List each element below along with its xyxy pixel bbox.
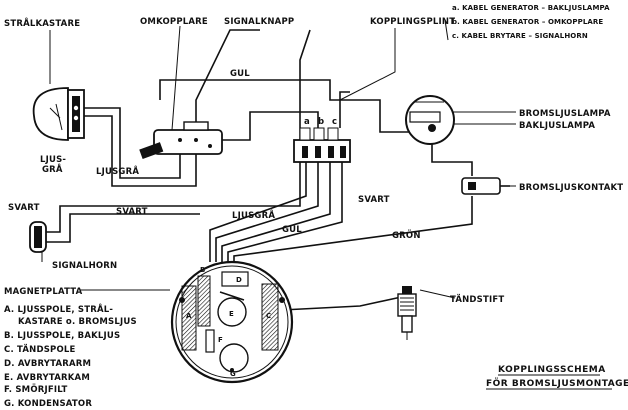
switch-body bbox=[139, 121, 223, 160]
wires bbox=[41, 19, 516, 311]
magneto-plate bbox=[170, 260, 294, 384]
wire-switch-terminal bbox=[222, 111, 319, 141]
wire-spark-plug bbox=[281, 295, 407, 311]
label-horn: SIGNALHORN bbox=[52, 261, 117, 271]
magneto-letter-b: B bbox=[200, 266, 205, 274]
wire-gron bbox=[233, 196, 473, 262]
label-spark-plug: TÄNDSTIFT bbox=[450, 294, 504, 305]
magneto-legend-e: E. AVBRYTARKAM bbox=[4, 373, 90, 383]
diagram-title-line2: FÖR BROMSLJUSMONTAGE bbox=[486, 378, 628, 389]
wire-label-gra: GRÅ bbox=[42, 164, 63, 175]
wire-lamp-switch bbox=[431, 142, 473, 176]
wire-label-gul-top: GUL bbox=[230, 69, 250, 79]
terminal-letter-c: c bbox=[332, 117, 337, 127]
wire-label-ljus: LJUS- bbox=[40, 155, 66, 165]
wire-label-svart-right: SVART bbox=[358, 195, 390, 205]
horn bbox=[29, 221, 47, 253]
label-brake-switch: BROMSLJUSKONTAKT bbox=[519, 183, 623, 193]
label-brake-lamp: BROMSLJUSLAMPA bbox=[519, 109, 611, 119]
tail-lamp bbox=[405, 95, 455, 145]
wire-gul-to-lamp bbox=[329, 92, 420, 133]
magneto-letter-d: D bbox=[236, 276, 242, 284]
wire-horn-svart-2 bbox=[44, 213, 200, 243]
leader-switch bbox=[171, 25, 181, 131]
wire-terminal-down-b bbox=[215, 160, 319, 262]
leader-legend bbox=[444, 19, 449, 41]
wire-horn-svart bbox=[44, 29, 311, 233]
terminal-block bbox=[293, 127, 351, 163]
wire-terminal-c bbox=[339, 91, 350, 128]
diagram-title-line1: KOPPLINGSSCHEMA bbox=[498, 365, 606, 375]
wire-gul-top bbox=[159, 79, 331, 100]
magneto-legend-a2: KASTARE o. BROMSLJUS bbox=[18, 317, 137, 327]
wire-terminal-down-a bbox=[209, 160, 307, 262]
wire-label-svart-mid: SVART bbox=[116, 207, 148, 217]
label-switch: OMKOPPLARE bbox=[140, 17, 208, 27]
wire-headlamp-2 bbox=[84, 115, 197, 187]
terminal-legend-b: b. KABEL GENERATOR – OMKOPPLARE bbox=[452, 18, 603, 26]
wire-svart-right bbox=[227, 160, 343, 262]
magneto-legend-g: G. KONDENSATOR bbox=[4, 399, 92, 409]
label-tail-lamp: BAKLJUSLAMPA bbox=[519, 121, 595, 131]
headlamp bbox=[32, 87, 85, 141]
magneto-legend-a1: A. LJUSSPOLE, STRÅL- bbox=[4, 304, 113, 315]
magneto-letter-a: A bbox=[186, 312, 192, 320]
wire-label-ljusgra-switch: LJUSGRÅ bbox=[96, 166, 139, 177]
terminal-legend-c: c. KABEL BRYTARE – SIGNALHORN bbox=[452, 32, 588, 40]
magneto-legend-b: B. LJUSSPOLE, BAKLJUS bbox=[4, 331, 120, 341]
magneto-letter-e: E bbox=[229, 310, 234, 318]
labels: STRÅLKASTARE OMKOPPLARE SIGNALKNAPP KOPP… bbox=[4, 4, 628, 409]
magneto-letter-f: F bbox=[218, 336, 223, 344]
wire-switch-signal bbox=[195, 29, 260, 130]
spark-plug bbox=[397, 286, 417, 340]
label-magneto: MAGNETPLATTA bbox=[4, 287, 83, 297]
terminal-letter-a: a bbox=[304, 117, 310, 127]
wire-terminal-down-c bbox=[221, 160, 331, 262]
leader-spark bbox=[419, 289, 456, 299]
magneto-legend-f: F. SMÖRJFILT bbox=[4, 384, 67, 395]
magneto-letter-g: G bbox=[230, 370, 236, 378]
magneto-legend-d: D. AVBRYTARARM bbox=[4, 359, 91, 369]
wire-headlamp-1 bbox=[84, 107, 181, 179]
wire-label-gron: GRÖN bbox=[392, 230, 421, 241]
magneto-letter-c: C bbox=[266, 312, 271, 320]
terminal-letter-b: b bbox=[318, 117, 324, 127]
wire-label-svart-left: SVART bbox=[8, 203, 40, 213]
terminal-legend-a: a. KABEL GENERATOR – BAKLJUSLAMPA bbox=[452, 4, 610, 12]
brake-switch bbox=[461, 177, 501, 195]
label-terminal-block: KOPPLINGSPLINT bbox=[370, 17, 455, 27]
wire-label-gul-mid: GUL bbox=[282, 225, 302, 235]
magneto-legend-c: C. TÄNDSPOLE bbox=[4, 344, 76, 355]
label-signal-button: SIGNALKNAPP bbox=[224, 17, 294, 27]
leader-terminal bbox=[339, 28, 396, 101]
wire-label-ljusgra-mid: LJUSGRÅ bbox=[232, 210, 275, 221]
label-headlamp: STRÅLKASTARE bbox=[4, 18, 80, 29]
